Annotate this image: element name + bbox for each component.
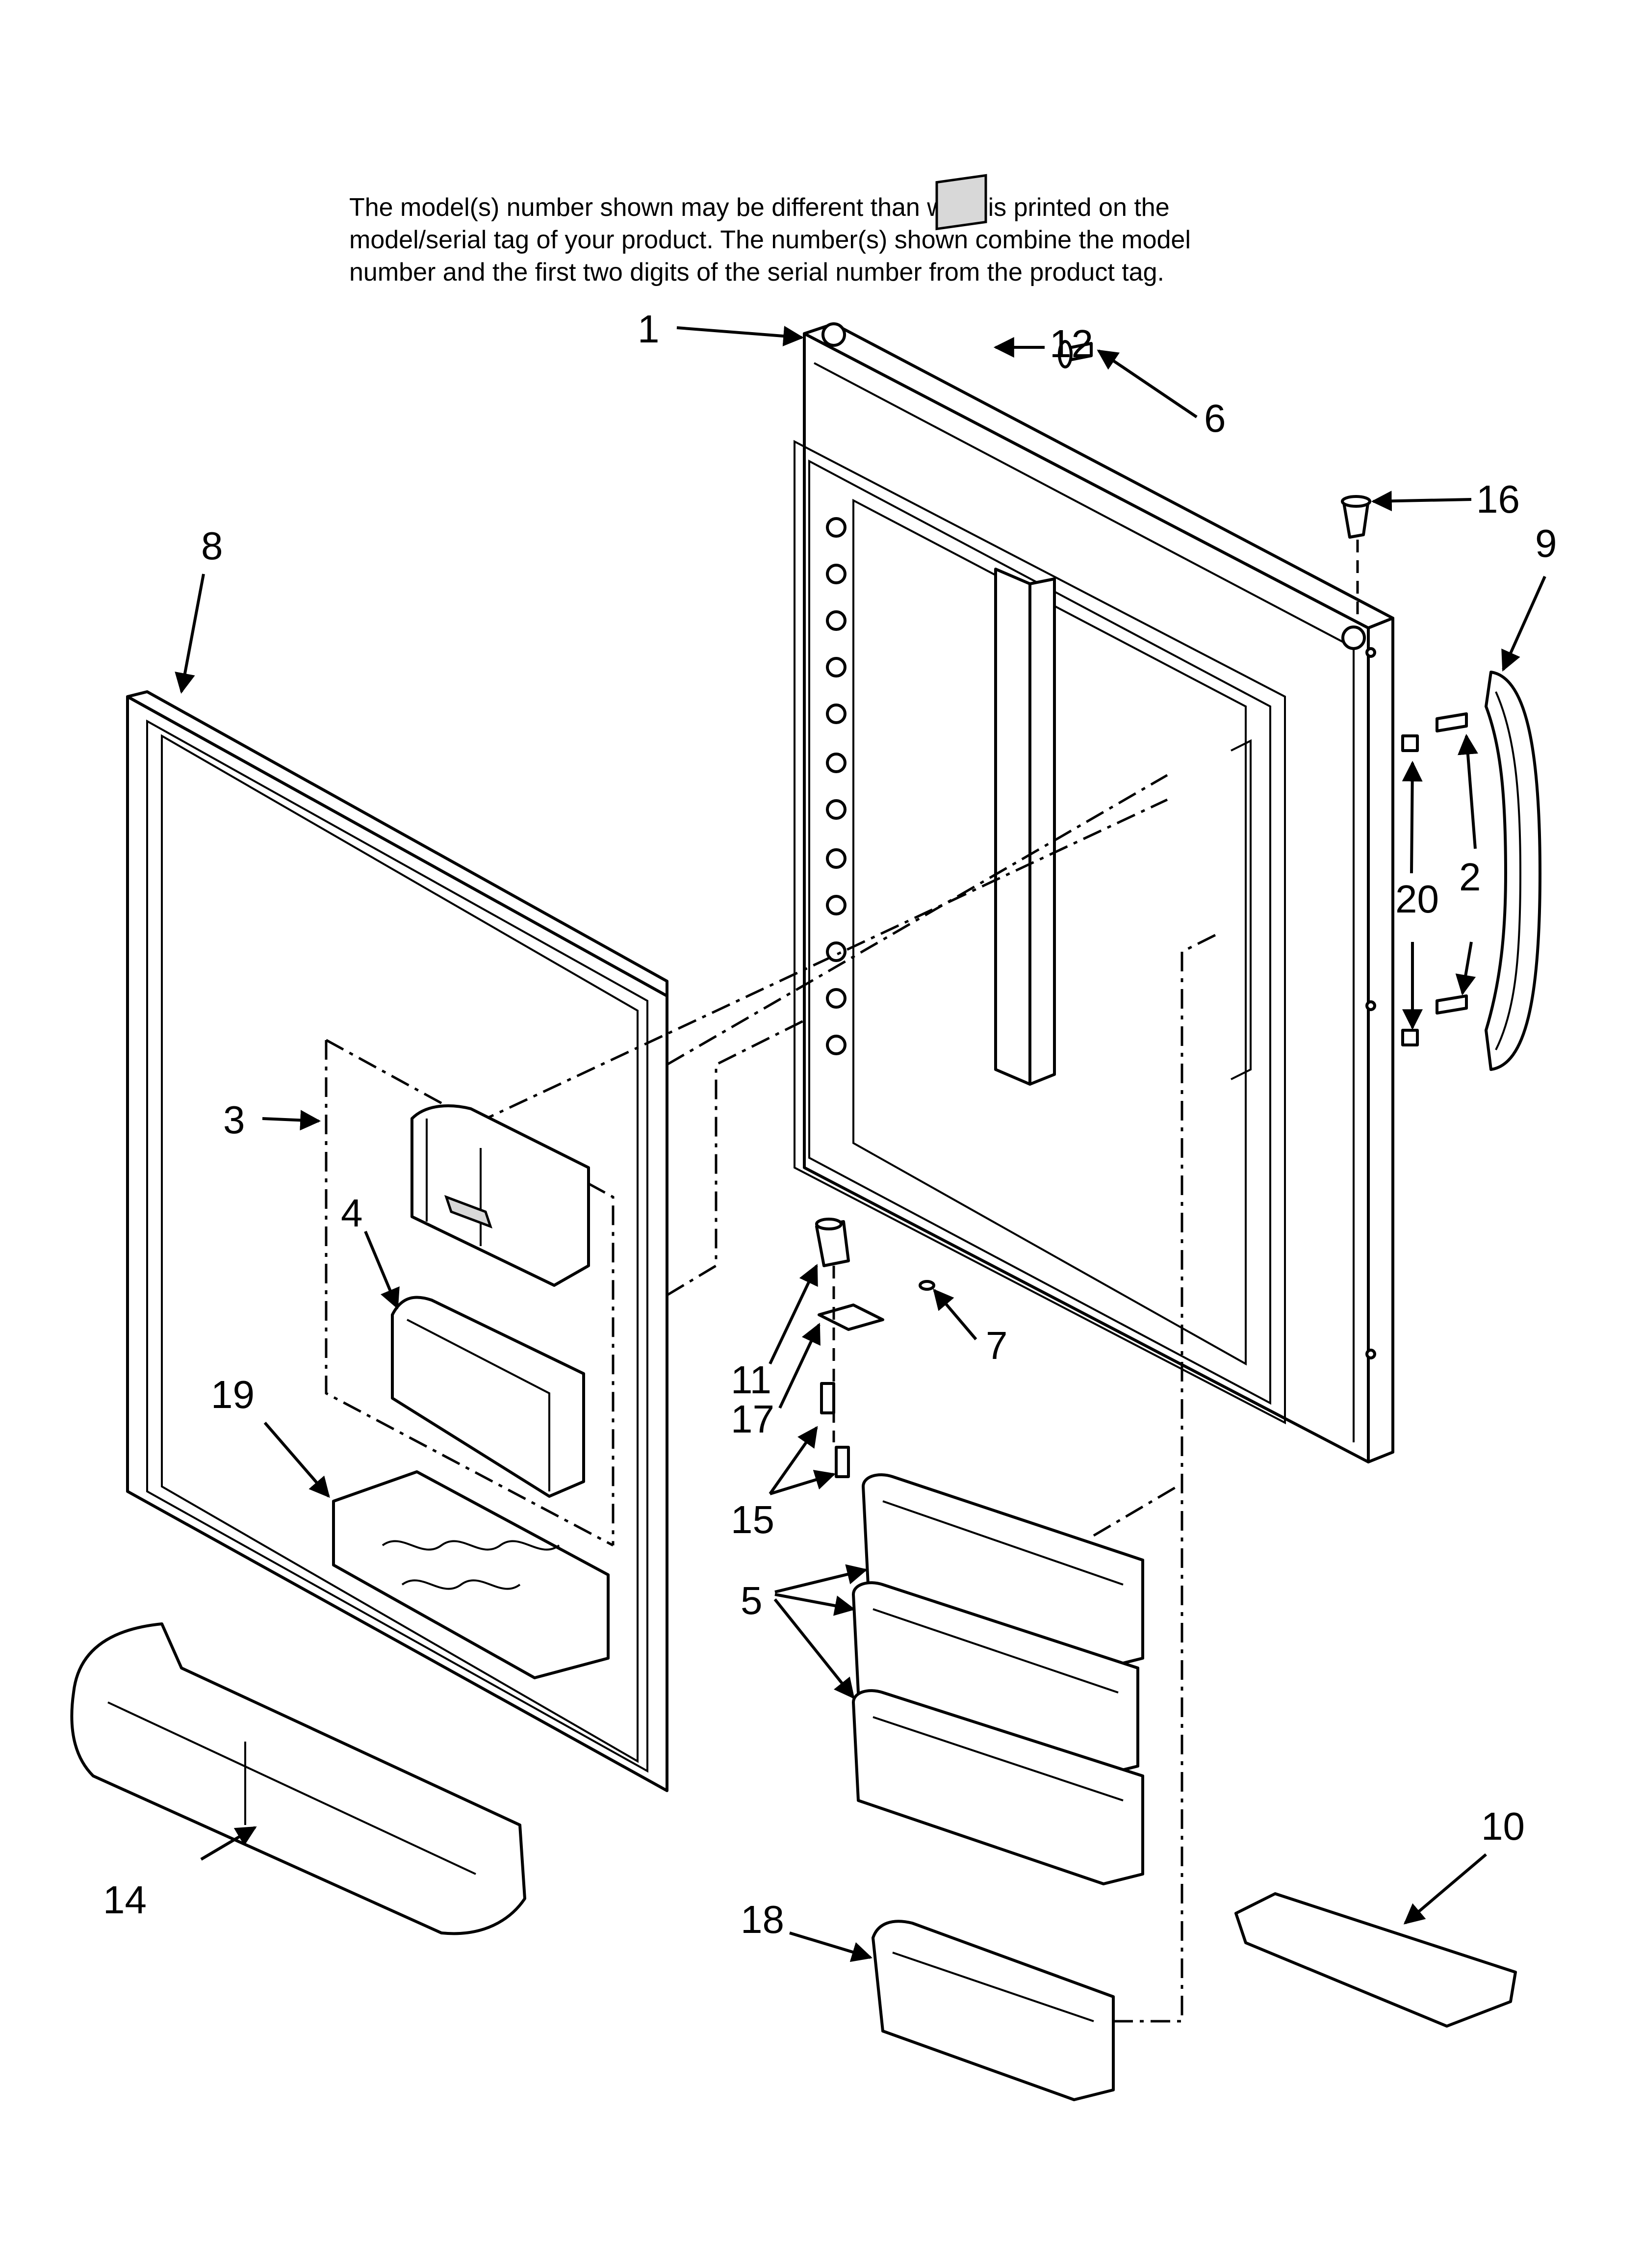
shelf-support-buttons bbox=[826, 517, 847, 1055]
egg-tray-part bbox=[332, 1470, 610, 1679]
door-handle-part bbox=[1485, 671, 1541, 1071]
callout-8: 8 bbox=[201, 524, 223, 568]
callout-4: 4 bbox=[341, 1191, 363, 1235]
callout-20: 20 bbox=[1395, 877, 1439, 921]
hinge-plate-part bbox=[818, 1303, 884, 1331]
leader-liner-to-bracket bbox=[666, 1019, 805, 1297]
callout-2: 2 bbox=[1459, 855, 1481, 899]
screw-15-part bbox=[835, 1446, 850, 1478]
leader-18-to-1 bbox=[1113, 931, 1222, 2023]
door-frame-part bbox=[794, 322, 1394, 1463]
note-line-3: number and the first two digits of the s… bbox=[349, 258, 1164, 287]
callout-3: 3 bbox=[223, 1098, 245, 1142]
screw-6-part bbox=[1058, 340, 1093, 368]
screw-17-part bbox=[820, 1382, 835, 1414]
gallon-bin-part bbox=[70, 1622, 526, 1935]
callout-1: 1 bbox=[638, 307, 660, 351]
screw-7-part bbox=[919, 1280, 935, 1291]
callout-14: 14 bbox=[103, 1878, 147, 1922]
door-liner-part bbox=[126, 690, 668, 1792]
callout-5: 5 bbox=[741, 1579, 763, 1622]
callout-11: 11 bbox=[731, 1358, 771, 1402]
leader-3-to-1 bbox=[475, 798, 1168, 1125]
dairy-door-part bbox=[410, 1104, 590, 1287]
assembly-outline bbox=[325, 1039, 615, 1547]
leader-5-to-1 bbox=[1093, 1485, 1178, 1537]
callout-17: 17 bbox=[731, 1397, 774, 1441]
disclaimer-note: The model(s) number shown may be differe… bbox=[349, 191, 1379, 288]
note-line-2: model/serial tag of your product. The nu… bbox=[349, 226, 1191, 254]
plug-16-part bbox=[1341, 495, 1371, 539]
callout-19: 19 bbox=[211, 1373, 255, 1416]
callout-9: 9 bbox=[1535, 521, 1557, 565]
note-line-1: The model(s) number shown may be differe… bbox=[349, 193, 1170, 222]
callout-7: 7 bbox=[986, 1324, 1008, 1367]
door-bin-part-2 bbox=[852, 1581, 1139, 1777]
leader-8-to-1 bbox=[666, 774, 1168, 1066]
callout-12: 12 bbox=[1050, 322, 1093, 365]
door-bin-part-3 bbox=[852, 1689, 1144, 1885]
callout-18: 18 bbox=[741, 1898, 784, 1941]
callout-10: 10 bbox=[1481, 1804, 1525, 1848]
callout-15: 15 bbox=[731, 1498, 774, 1541]
door-bin-part-1 bbox=[862, 1473, 1144, 1669]
callout-6: 6 bbox=[1204, 396, 1226, 440]
callout-16: 16 bbox=[1476, 477, 1520, 521]
hinge-bracket-part bbox=[815, 1218, 850, 1267]
screws-2-part bbox=[1436, 712, 1468, 1015]
nuts-20-part bbox=[1401, 734, 1419, 1046]
shelf-cover-part bbox=[1234, 1892, 1517, 2028]
small-bin-part bbox=[872, 1920, 1115, 2101]
label-tag-part bbox=[935, 174, 987, 231]
